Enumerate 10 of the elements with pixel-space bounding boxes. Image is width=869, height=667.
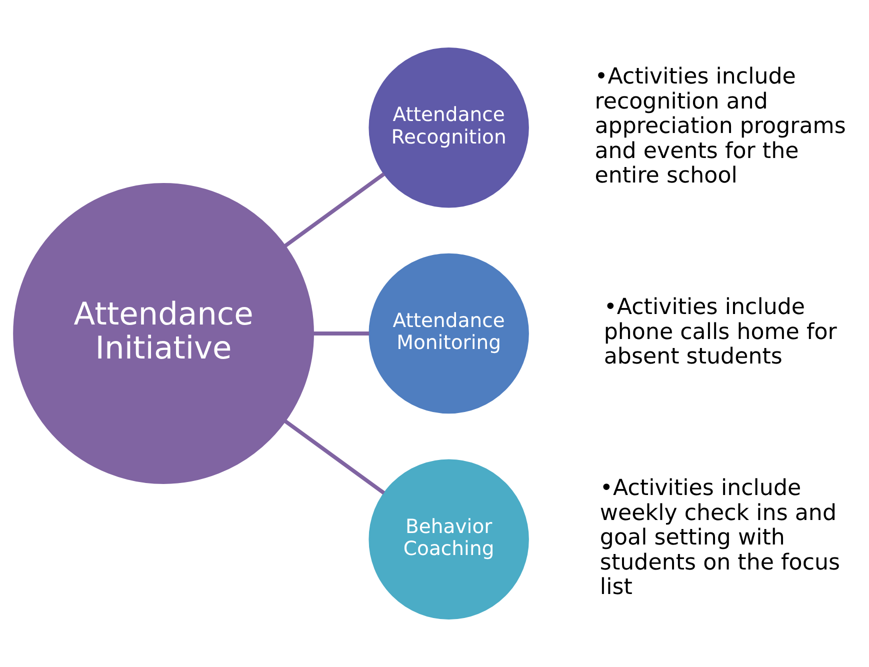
node-label: •Activities include weekly check ins and goal setting with students on the focus list [600,475,840,600]
node-circle: Behavior Coaching [368,459,529,620]
node-label: •Activities include phone calls home for absent students [604,294,837,370]
connector [284,420,386,495]
node-circle: Attendance Recognition [368,48,529,208]
node-circle: Attendance Initiative [13,183,314,484]
node-circle: Attendance Monitoring [368,253,529,414]
node-label: •Activities include recognition and appreciation programs and events for the entire school [594,64,846,189]
connector [314,332,370,336]
connector [284,172,386,248]
